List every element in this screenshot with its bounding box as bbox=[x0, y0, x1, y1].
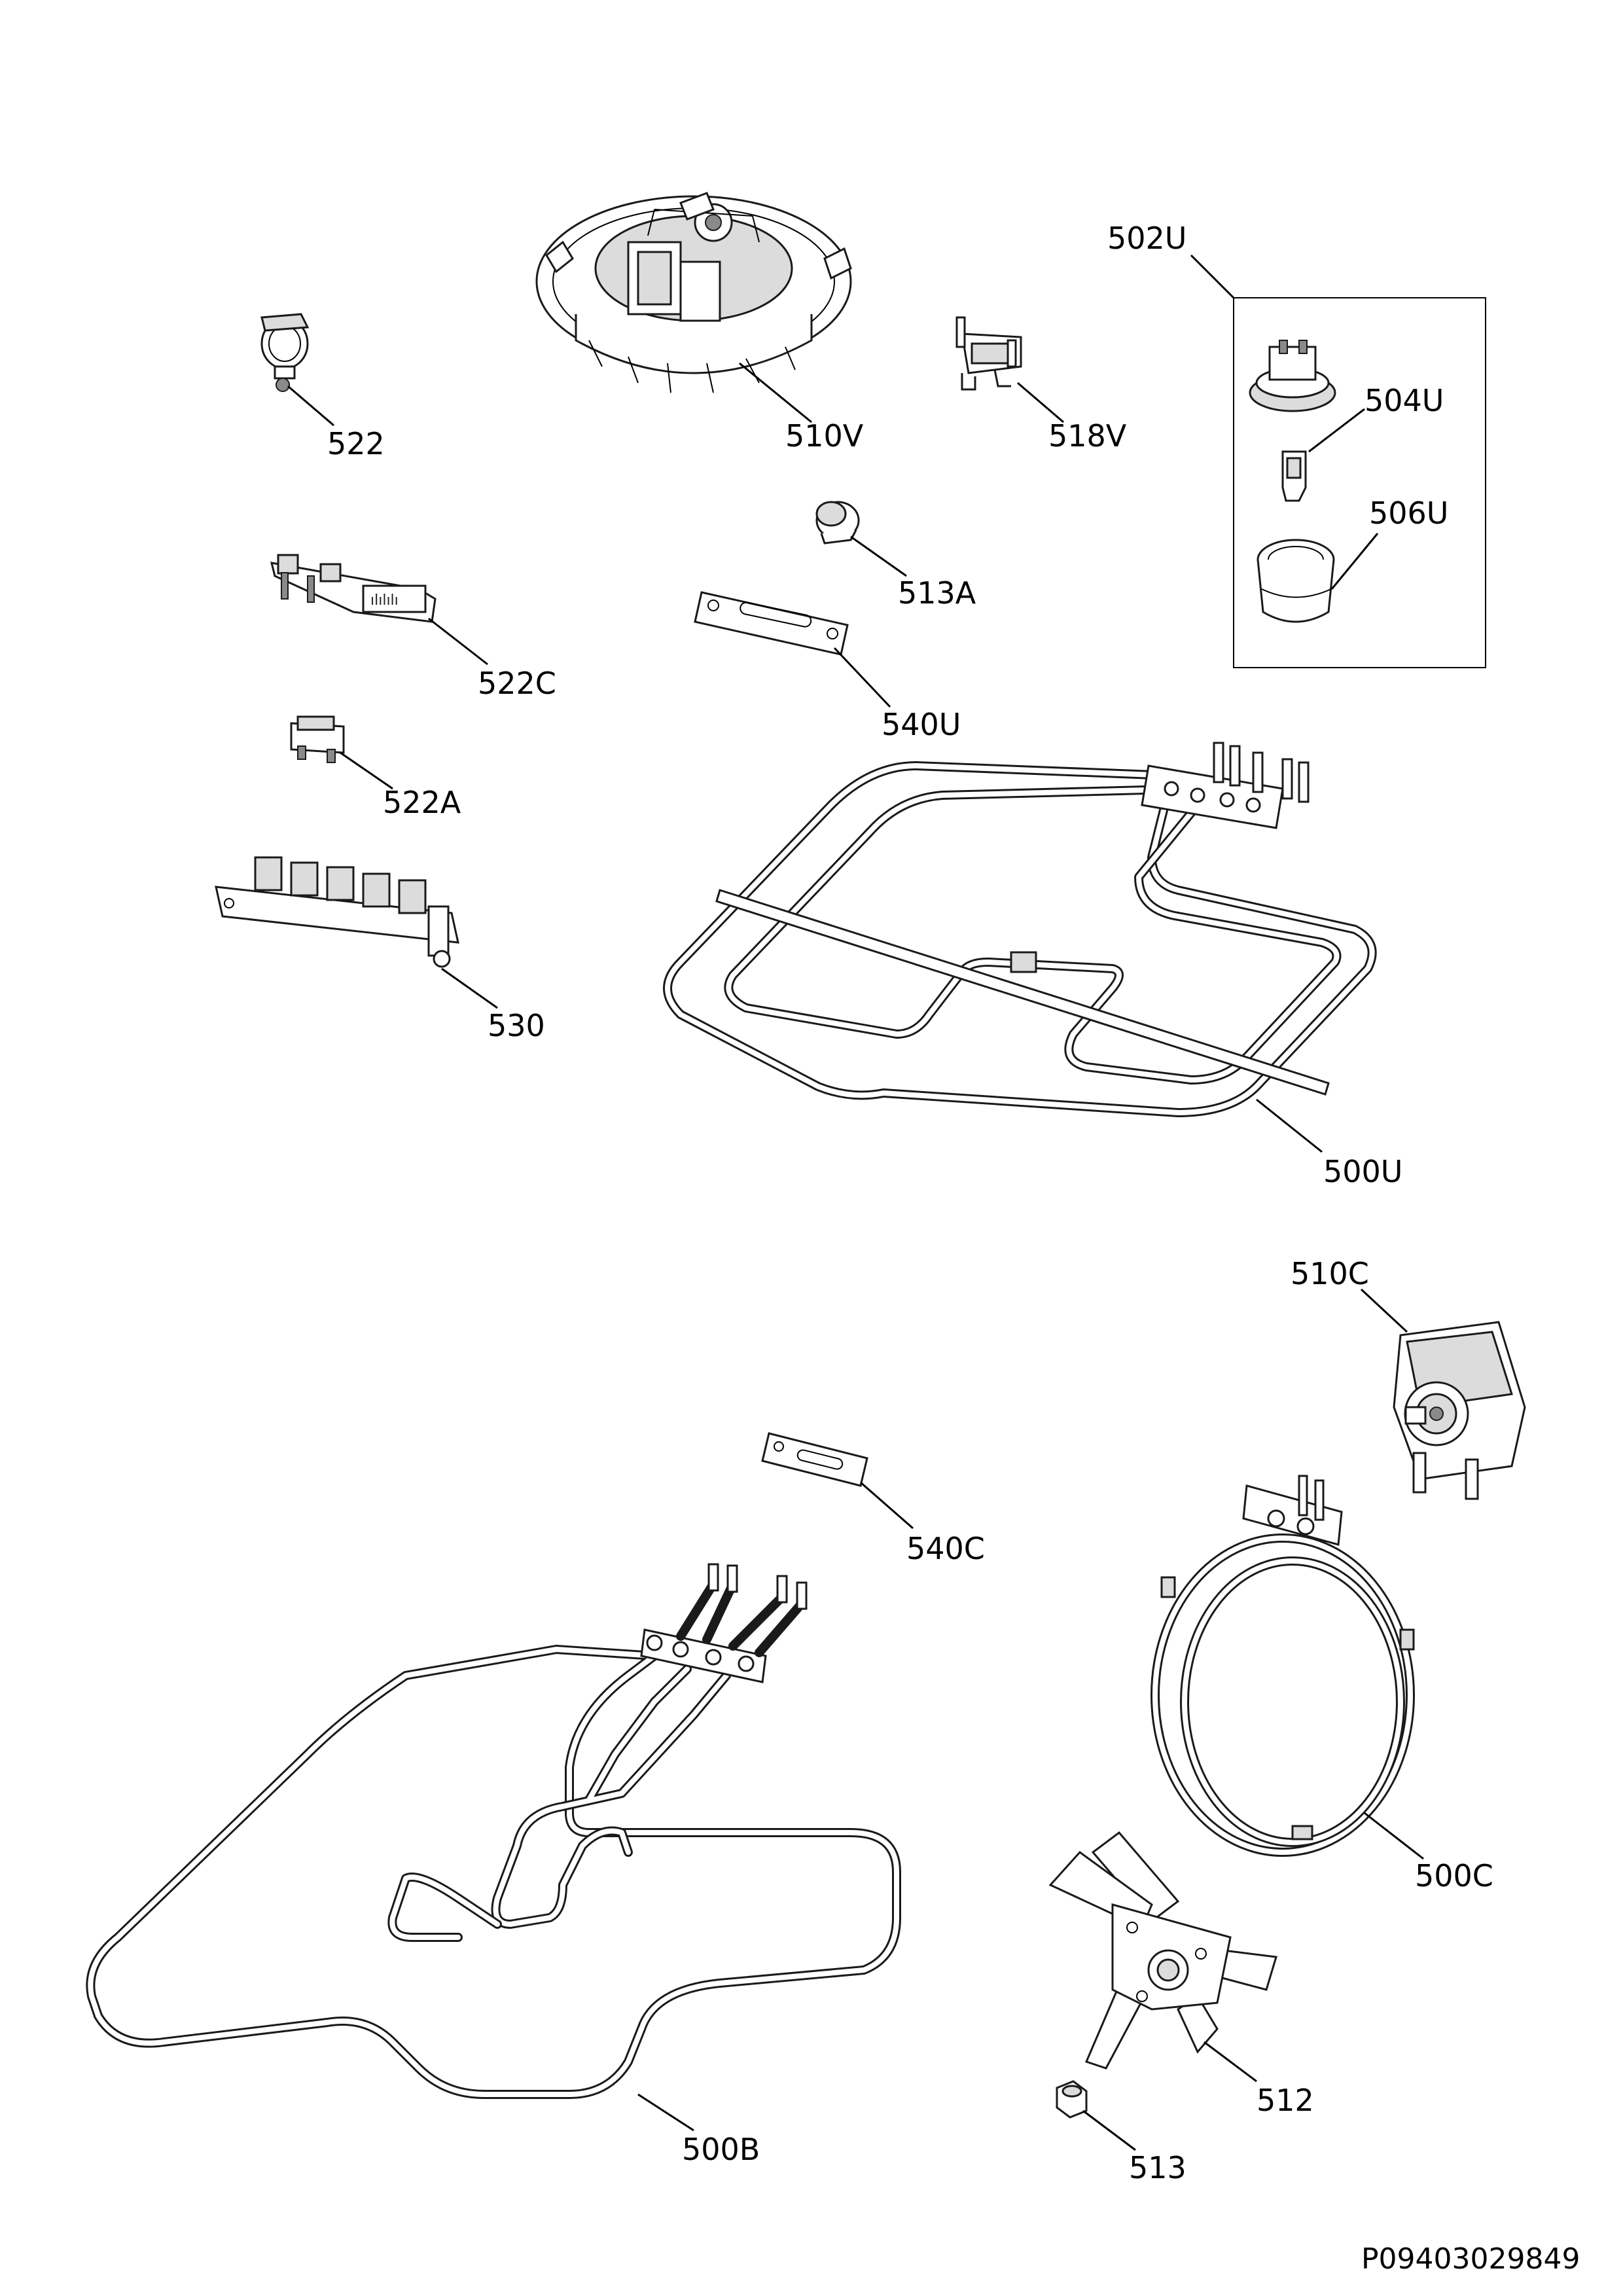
part-522A-clip bbox=[290, 715, 345, 763]
label-512: 512 bbox=[1257, 2083, 1314, 2118]
part-540U-bracket bbox=[694, 591, 849, 656]
leader-518V bbox=[1017, 382, 1064, 423]
part-504U-lamp-holder bbox=[1249, 340, 1336, 502]
leader-540C bbox=[860, 1481, 914, 1530]
label-522: 522 bbox=[327, 426, 385, 461]
part-500U-grill-element bbox=[663, 742, 1377, 1117]
part-522C-terminal-strip: ılılılı bbox=[270, 554, 437, 623]
part-513A-cap bbox=[815, 501, 860, 545]
leader-513 bbox=[1082, 2109, 1136, 2151]
label-522C: 522C bbox=[478, 666, 556, 701]
leader-500C bbox=[1364, 1812, 1424, 1860]
part-512-fan-blade bbox=[1048, 1831, 1277, 2070]
label-530: 530 bbox=[488, 1008, 545, 1043]
label-540C: 540C bbox=[906, 1531, 985, 1566]
label-513A: 513A bbox=[898, 575, 976, 611]
svg-text:ılılılı: ılılılı bbox=[370, 592, 399, 609]
leader-504U bbox=[1308, 408, 1365, 453]
label-506U: 506U bbox=[1369, 495, 1448, 531]
label-510C: 510C bbox=[1291, 1256, 1369, 1291]
leader-540U bbox=[833, 647, 891, 708]
drawing-code: P09403029849 bbox=[1361, 2242, 1580, 2276]
part-518V-thermostat bbox=[955, 316, 1022, 391]
part-506U-lamp-cover bbox=[1257, 539, 1335, 623]
group-box-502U bbox=[1233, 297, 1486, 668]
leader-500U bbox=[1256, 1098, 1323, 1153]
part-530-terminal-block bbox=[215, 856, 459, 968]
part-500C-circular-element bbox=[1150, 1475, 1415, 1857]
leader-502U bbox=[1190, 254, 1235, 299]
label-502U: 502U bbox=[1107, 221, 1186, 256]
part-510C-fan-motor bbox=[1393, 1321, 1526, 1500]
leader-500B bbox=[637, 2093, 694, 2132]
part-540C-bracket bbox=[761, 1432, 868, 1487]
part-522-clip bbox=[260, 313, 310, 392]
leader-522A bbox=[340, 751, 393, 790]
part-513-hex-nut bbox=[1056, 2080, 1088, 2119]
leader-522 bbox=[287, 385, 334, 427]
label-513: 513 bbox=[1129, 2150, 1186, 2185]
leader-530 bbox=[441, 967, 498, 1009]
label-500B: 500B bbox=[682, 2132, 760, 2167]
leader-512 bbox=[1204, 2041, 1257, 2083]
part-510V-fan-housing bbox=[535, 192, 852, 393]
leader-522C bbox=[428, 617, 488, 666]
leader-510V bbox=[739, 362, 812, 423]
label-522A: 522A bbox=[383, 785, 461, 820]
label-540U: 540U bbox=[882, 707, 961, 742]
leader-510C bbox=[1360, 1288, 1408, 1333]
label-500C: 500C bbox=[1415, 1858, 1493, 1893]
label-518V: 518V bbox=[1048, 418, 1127, 454]
part-500B-bottom-element bbox=[86, 1563, 901, 2099]
label-500U: 500U bbox=[1323, 1154, 1402, 1189]
leader-513A bbox=[850, 535, 907, 577]
label-510V: 510V bbox=[785, 418, 864, 454]
leader-506U bbox=[1330, 533, 1379, 590]
label-504U: 504U bbox=[1364, 383, 1444, 418]
